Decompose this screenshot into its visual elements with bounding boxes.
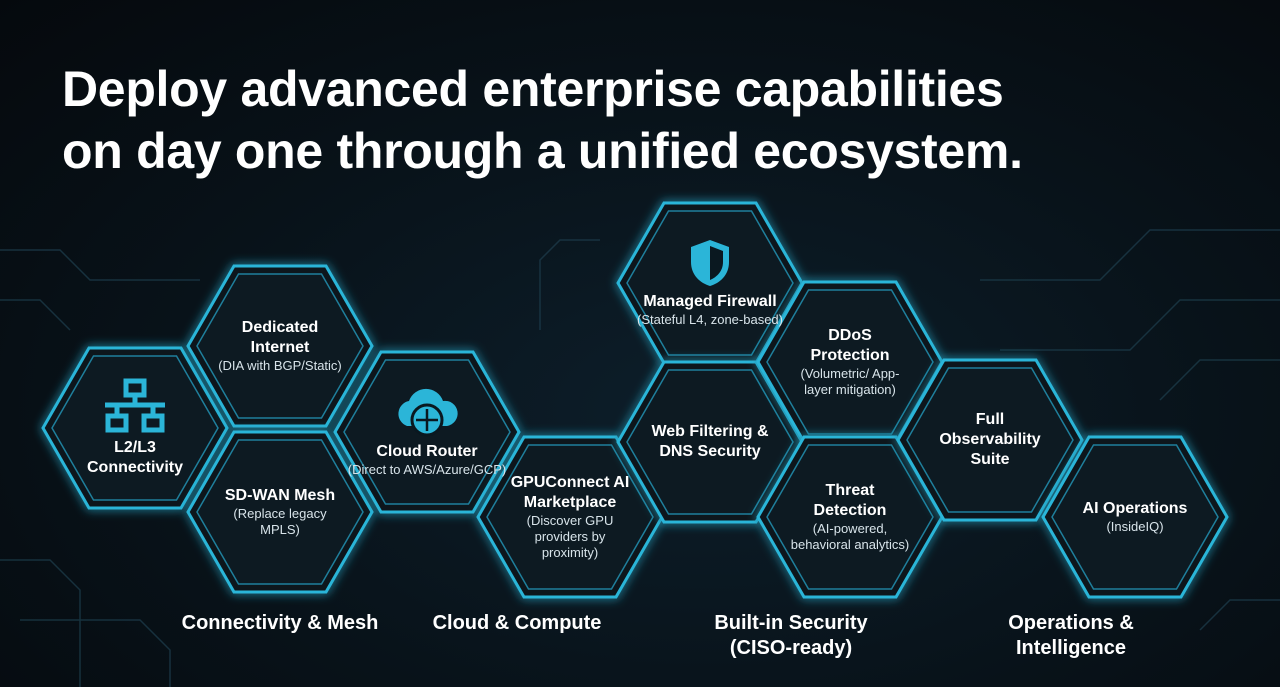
hex-title: AI Operations [1082,500,1188,517]
shield-icon [625,238,795,288]
hex-title: Full Observability Suite [939,411,1041,468]
hex-label-gpu: GPUConnect AI Marketplace(Discover GPU p… [505,473,635,561]
hexagon-inner-border [766,289,934,435]
hexagon-inner-border [196,273,364,419]
hex-subtitle: (Stateful L4, zone-based) [637,312,783,327]
hex-title: Web Filtering & DNS Security [651,423,769,460]
headline: Deploy advanced enterprise capabilities … [62,58,1023,182]
hexagon-l2l3 [41,346,229,510]
hexagon-inner-border [766,444,934,590]
hex-title: DDoS Protection [810,327,890,364]
hex-label-dia: Dedicated Internet (DIA with BGP/Static) [215,318,345,374]
headline-line-2: on day one through a unified ecosystem. [62,123,1023,179]
hexagon-sdwan [186,430,374,594]
network-topology-icon [75,378,195,434]
category-operations-intelligence: Operations & Intelligence [1008,612,1134,659]
hexagon-obs [896,358,1084,522]
hex-title: Cloud Router [376,443,478,460]
hex-label-firewall: Managed Firewall (Stateful L4, zone-based… [625,238,795,328]
hexagon-ddos [756,280,944,444]
hexagon-inner-border [906,367,1074,513]
category-built-in-security: Built-in Security (CISO-ready) [714,612,868,659]
hexagon-web [616,360,804,524]
hex-subtitle: (Discover GPU providers by proximity) [526,513,614,560]
hex-label-obs: Full Observability Suite [925,410,1055,470]
hexagon-gpu [476,435,664,599]
hex-title: Managed Firewall [643,293,777,310]
hex-title: L2/L3 Connectivity [86,439,183,476]
hex-title: Threat Detection [813,482,887,519]
hex-title: SD-WAN Mesh [224,487,336,504]
hex-label-sdwan: SD-WAN Mesh (Replace legacy MPLS) [215,486,345,538]
category-connectivity-mesh: Connectivity & Mesh [181,612,379,634]
hex-title: GPUConnect AI Marketplace [510,474,630,511]
hex-subtitle: (Direct to AWS/Azure/GCP) [347,462,507,477]
hex-label-aiops: AI Operations (InsideIQ) [1050,499,1220,535]
hex-subtitle: (DIA with BGP/Static) [218,358,342,373]
hex-label-threat: Threat Detection(AI-powered, behavioral … [790,481,910,553]
hex-label-l2l3: L2/L3 Connectivity [75,378,195,478]
hex-subtitle: (Volumetric/ App-layer mitigation) [800,366,900,397]
hex-subtitle: (AI-powered, behavioral analytics) [790,521,910,552]
hex-label-web: Web Filtering & DNS Security [650,422,770,462]
hex-subtitle: (Replace legacy MPLS) [233,506,327,537]
hex-subtitle: (InsideIQ) [1106,519,1164,534]
hexagon-inner-border [626,369,794,515]
hexagon-threat [756,435,944,599]
hex-label-cloudrouter: Cloud Router (Direct to AWS/Azure/GCP) [342,386,512,478]
category-cloud-compute: Cloud & Compute [432,612,602,634]
hexagon-inner-border [1051,444,1219,590]
hexagon-aiops [1041,435,1229,599]
hexagon-inner-border [196,439,364,585]
headline-line-1: Deploy advanced enterprise capabilities [62,61,1004,117]
hexagon-inner-border [486,444,654,590]
cloud-router-icon [342,386,512,438]
hexagon-inner-border [51,355,219,501]
hexagon-dia [186,264,374,428]
hex-label-ddos: DDoS Protection(Volumetric/ App-layer mi… [790,326,910,398]
hex-title: Dedicated Internet [241,319,319,356]
